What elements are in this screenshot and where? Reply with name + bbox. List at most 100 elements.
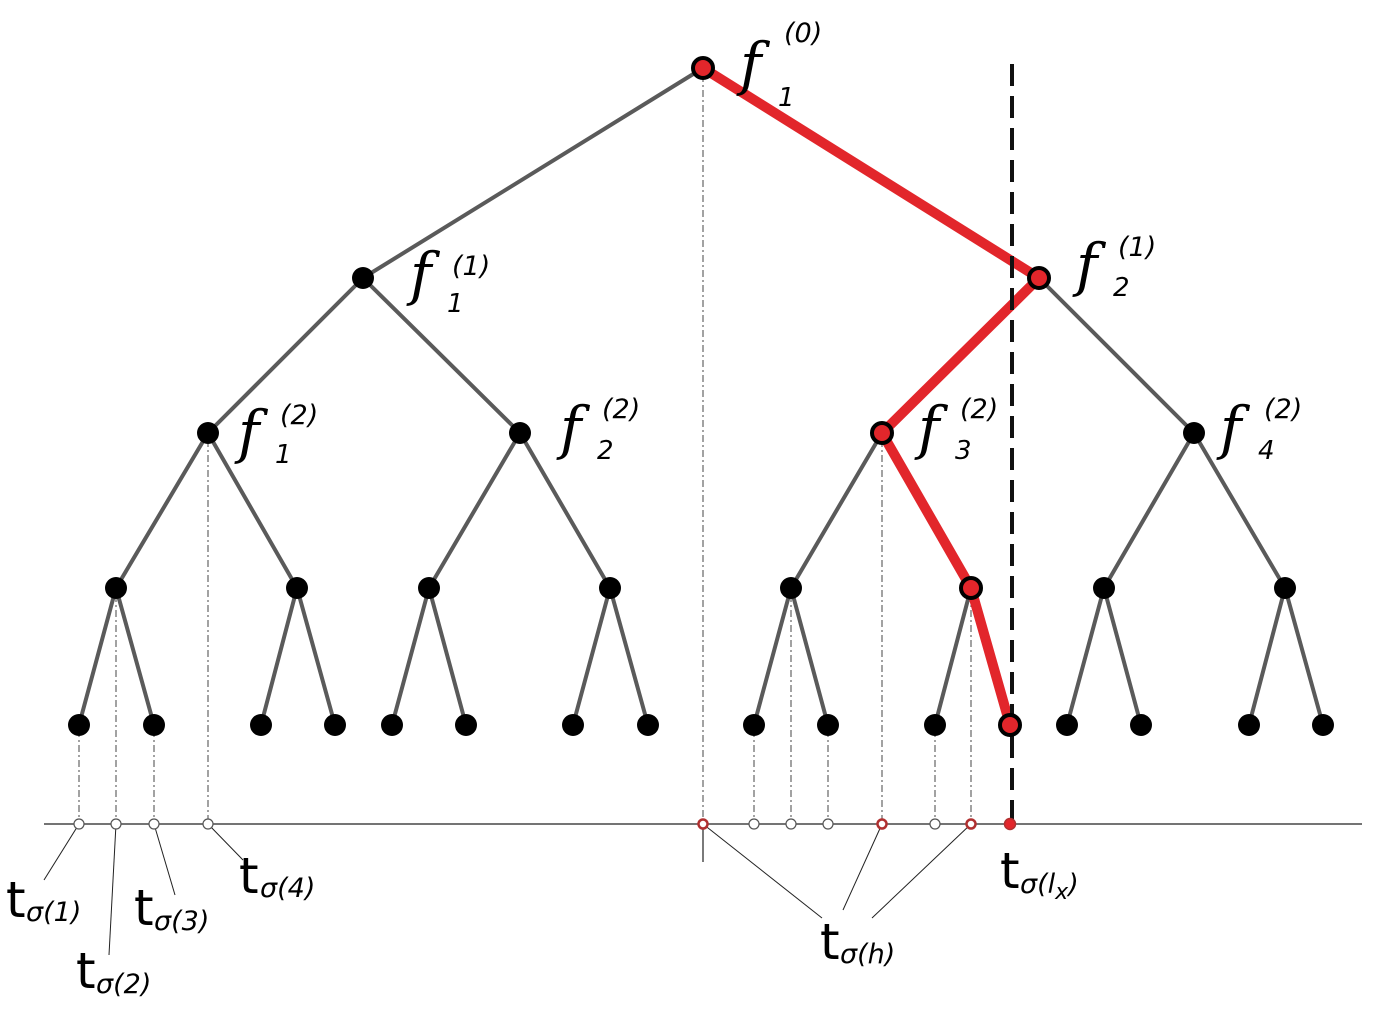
- t-subscript-x: x: [1054, 880, 1069, 905]
- node-l3: [780, 577, 802, 599]
- edge: [571, 586, 612, 727]
- tree-edges: [77, 66, 1325, 727]
- f-letter: f: [556, 394, 591, 462]
- callout-t3: [153, 823, 176, 896]
- t-letter: t: [134, 879, 154, 937]
- leaf-node: [637, 714, 659, 736]
- node-l3: [418, 577, 440, 599]
- node-f2-2: [509, 422, 531, 444]
- t-letter: t: [1000, 842, 1020, 900]
- edge: [608, 586, 650, 727]
- leaf-node: [68, 714, 90, 736]
- axis-point: [110, 818, 122, 830]
- node-label-f2-4: f (2) 4: [1216, 394, 1302, 466]
- t-letter: t: [239, 847, 259, 905]
- callout-t2: [108, 823, 117, 956]
- edge: [1065, 586, 1106, 727]
- axis-label-tl: t σ(lx): [1000, 842, 1079, 905]
- axis-label-t1: t σ(1): [6, 871, 81, 929]
- node-label-f1-1: f (1) 1: [406, 240, 490, 319]
- f-superscript: (1): [452, 251, 490, 282]
- axis-point-h: [876, 818, 888, 830]
- callout-t4: [207, 823, 244, 861]
- t-subscript-close: ): [1066, 869, 1079, 900]
- t-subscript: σ(1): [26, 897, 81, 928]
- edge: [390, 586, 431, 727]
- f-letter: f: [1216, 394, 1251, 462]
- f-subscript: 1: [275, 440, 292, 470]
- t-subscript: σ(3): [154, 906, 209, 937]
- axis-point: [822, 818, 834, 830]
- f-superscript: (2): [1264, 394, 1302, 425]
- red-edge: [698, 63, 1044, 283]
- t-letter: t: [6, 871, 26, 929]
- axis-point: [148, 818, 160, 830]
- edge: [427, 586, 468, 727]
- leaf-node: [250, 714, 272, 736]
- t-letter: t: [76, 942, 96, 1000]
- tree-nodes: [68, 56, 1334, 737]
- node-l3-highlighted: [959, 576, 983, 600]
- edge: [1102, 431, 1196, 590]
- f-superscript: (2): [960, 394, 998, 425]
- t-subscript: σ(2): [96, 969, 151, 1000]
- axis-point: [73, 818, 85, 830]
- edge: [114, 431, 210, 590]
- edge: [361, 66, 705, 280]
- edge: [933, 586, 973, 727]
- node-label-f2-1: f (2) 1: [234, 398, 318, 470]
- f-letter: f: [1072, 231, 1107, 299]
- f-subscript: 2: [1113, 273, 1130, 303]
- f-letter: f: [736, 30, 771, 98]
- axis-label-th: t σ(h): [820, 913, 895, 971]
- projection-guides: [78, 75, 972, 823]
- node-label-f1-2: f (1) 2: [1072, 231, 1156, 303]
- edge: [77, 586, 118, 727]
- edge: [1037, 276, 1196, 435]
- node-f1-2-highlighted: [1027, 266, 1051, 290]
- edge: [1102, 586, 1143, 727]
- node-f1-1: [352, 267, 374, 289]
- axis-point-h: [697, 818, 709, 830]
- f-subscript: 1: [778, 83, 795, 113]
- edge: [295, 586, 337, 727]
- edge: [1283, 586, 1325, 727]
- edge: [114, 586, 156, 727]
- node-f2-1: [197, 422, 219, 444]
- edge: [1192, 431, 1287, 590]
- f-superscript: (1): [1118, 232, 1156, 263]
- edge: [206, 276, 365, 435]
- edge: [427, 431, 522, 590]
- edge: [789, 431, 884, 590]
- callout-th-3: [871, 823, 972, 919]
- callout-t1: [43, 823, 80, 881]
- axis-label-t2: t σ(2): [76, 942, 151, 1000]
- callout-th-1: [702, 823, 823, 919]
- leaf-node-highlighted: [998, 713, 1022, 737]
- f-letter: f: [234, 398, 269, 466]
- node-l3: [1274, 577, 1296, 599]
- leaf-node: [143, 714, 165, 736]
- leaf-node: [743, 714, 765, 736]
- leaf-node: [924, 714, 946, 736]
- leaf-node: [817, 714, 839, 736]
- f-letter: f: [914, 394, 949, 462]
- node-label-f2-2: f (2) 2: [556, 394, 640, 466]
- node-label-f2-3: f (2) 3: [914, 394, 998, 466]
- leaf-node: [1056, 714, 1078, 736]
- edge: [518, 431, 612, 590]
- axis-label-t4: t σ(4): [239, 847, 315, 905]
- callout-th-2: [842, 823, 883, 911]
- leaf-node: [1312, 714, 1334, 736]
- leaf-node: [562, 714, 584, 736]
- callout-lines: [43, 823, 972, 956]
- edge: [361, 276, 522, 435]
- node-l3: [599, 577, 621, 599]
- axis-point: [202, 818, 214, 830]
- edge: [259, 586, 299, 727]
- node-l3: [1093, 577, 1115, 599]
- axis-points: [73, 817, 1017, 831]
- f-subscript: 4: [1258, 436, 1275, 466]
- f-subscript: 3: [955, 436, 972, 466]
